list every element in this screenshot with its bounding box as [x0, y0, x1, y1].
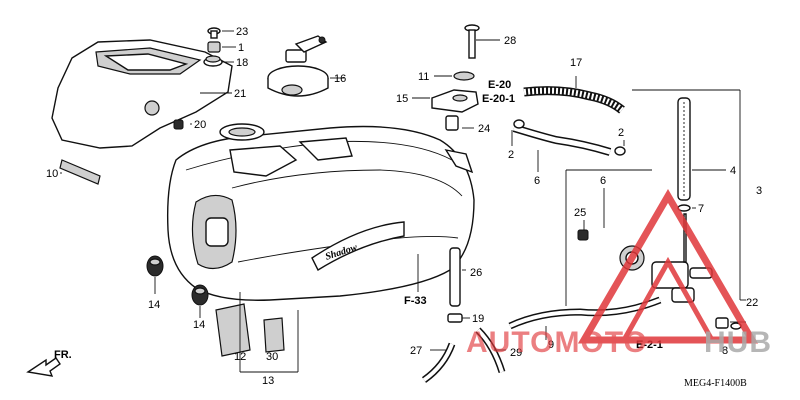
tube-26	[449, 247, 461, 307]
callout-29: 29	[510, 347, 522, 359]
collar-11	[453, 71, 475, 81]
callout-22: 22	[746, 297, 758, 309]
clip-2-left	[513, 119, 525, 129]
tube-27	[421, 342, 456, 383]
watermark-brand-a: AUTOMOTO	[466, 326, 648, 359]
bolt-23	[207, 27, 221, 39]
watermark: AUTOMOTO HUB	[466, 189, 772, 359]
callout-10: 10	[46, 168, 58, 180]
screw-25	[577, 229, 589, 241]
tank-cover	[51, 39, 233, 149]
bolt-20	[173, 119, 184, 130]
callout-8: 8	[722, 345, 728, 357]
pad-30	[263, 317, 285, 353]
callout-13: 13	[262, 375, 274, 387]
collar-1	[207, 41, 221, 53]
collar-24	[445, 115, 459, 131]
callout-6-valve: 6	[600, 175, 606, 187]
fuel-tank: Shadow	[167, 123, 475, 301]
tube-29	[475, 327, 506, 374]
clip-19	[447, 313, 463, 323]
callout-30: 30	[266, 351, 278, 363]
callout-17: 17	[570, 57, 582, 69]
callout-2-right: 2	[618, 127, 624, 139]
callouts: 23 1 18 21 20 16 10 14 14 12 30 13 28 11…	[46, 26, 762, 387]
tube-17	[523, 86, 625, 114]
watermark-triangle-inner	[619, 256, 717, 343]
callout-28: 28	[504, 35, 516, 47]
callout-7: 7	[698, 203, 704, 215]
callout-4: 4	[730, 165, 736, 177]
ref-e20: E-20	[488, 79, 511, 91]
ref-f33: F-33	[404, 295, 427, 307]
callout-2-left: 2	[508, 149, 514, 161]
pad-12	[215, 303, 251, 357]
callout-16: 16	[334, 73, 346, 85]
front-arrow-icon	[26, 357, 61, 377]
grommet-18	[203, 55, 223, 67]
diagram-code: MEG4-F1400B	[684, 378, 747, 389]
callout-12: 12	[234, 351, 246, 363]
callout-9: 9	[548, 339, 554, 351]
ref-e20-1: E-20-1	[482, 93, 515, 105]
watermark-brand-b: HUB	[704, 326, 772, 359]
strainer-screen-4	[677, 97, 691, 201]
callout-23: 23	[236, 26, 248, 38]
callout-20: 20	[194, 119, 206, 131]
callout-24: 24	[478, 123, 490, 135]
callout-14-front: 14	[148, 299, 160, 311]
cushion-14-front	[146, 255, 164, 277]
rubber-strip-10	[59, 159, 101, 185]
callout-21: 21	[234, 88, 246, 100]
clip-2-right	[614, 146, 626, 156]
front-label: FR.	[54, 349, 72, 361]
bracket-15	[431, 89, 479, 113]
tube-9	[508, 296, 662, 330]
callout-26: 26	[470, 267, 482, 279]
callout-15: 15	[396, 93, 408, 105]
leader-lines	[60, 30, 746, 373]
callout-3: 3	[756, 185, 762, 197]
callout-14-rear: 14	[193, 319, 205, 331]
callout-1: 1	[238, 42, 244, 54]
callout-6-tube: 6	[534, 175, 540, 187]
drain-screw-22	[715, 317, 729, 329]
fuel-cap	[267, 35, 329, 97]
callout-19: 19	[472, 313, 484, 325]
callout-25: 25	[574, 207, 586, 219]
tube-6	[512, 124, 612, 156]
callout-27: 27	[410, 345, 422, 357]
callout-11: 11	[418, 71, 429, 83]
cushion-14-rear	[191, 284, 209, 306]
bolt-28	[464, 24, 480, 59]
callout-18: 18	[236, 57, 248, 69]
